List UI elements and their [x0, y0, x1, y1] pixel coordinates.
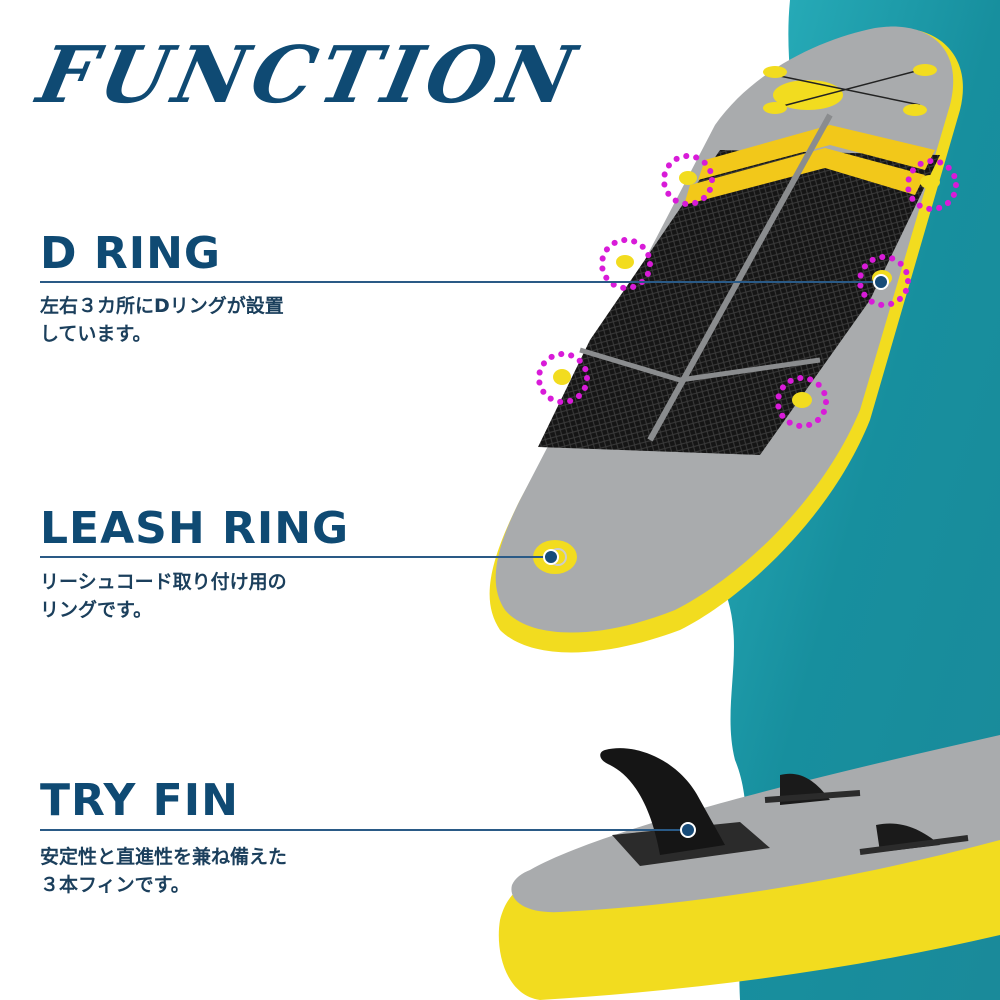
leash-ring-description-line-1: リーシュコード取り付け用の: [40, 571, 287, 593]
try-fin-heading: TRY FIN: [40, 775, 239, 826]
leash-ring-pointer-dot: [543, 549, 559, 565]
try-fin-leader-line: [40, 829, 687, 831]
try-fin-description-line-1: 安定性と直進性を兼ね備えた: [40, 846, 288, 868]
leash-ring-leader-line: [40, 556, 552, 558]
try-fin-description-line-2: ３本フィンです。: [40, 874, 190, 896]
try-fin-pointer-dot: [680, 822, 696, 838]
d-ring-leader-line: [40, 281, 882, 283]
d-ring-pointer-dot: [873, 274, 889, 290]
paddle-board-bottom: [498, 735, 1000, 1000]
d-ring-highlights: [536, 153, 959, 429]
leash-ring-heading: LEASH RING: [40, 503, 350, 554]
try-fin-description: 安定性と直進性を兼ね備えた ３本フィンです。: [40, 843, 287, 899]
paddle-board-top: [489, 26, 963, 653]
d-ring-description: 左右３カ所にDリングが設置 しています。: [40, 292, 284, 348]
leash-ring-description-line-2: リングです。: [40, 599, 153, 621]
d-ring-description-line-1: 左右３カ所にDリングが設置: [40, 295, 284, 317]
d-ring-description-line-2: しています。: [40, 323, 152, 345]
leash-ring-description: リーシュコード取り付け用の リングです。: [40, 568, 287, 624]
water-background: [716, 0, 1000, 1000]
page-title: FUNCTION: [30, 30, 589, 121]
d-ring-heading: D RING: [40, 228, 222, 279]
